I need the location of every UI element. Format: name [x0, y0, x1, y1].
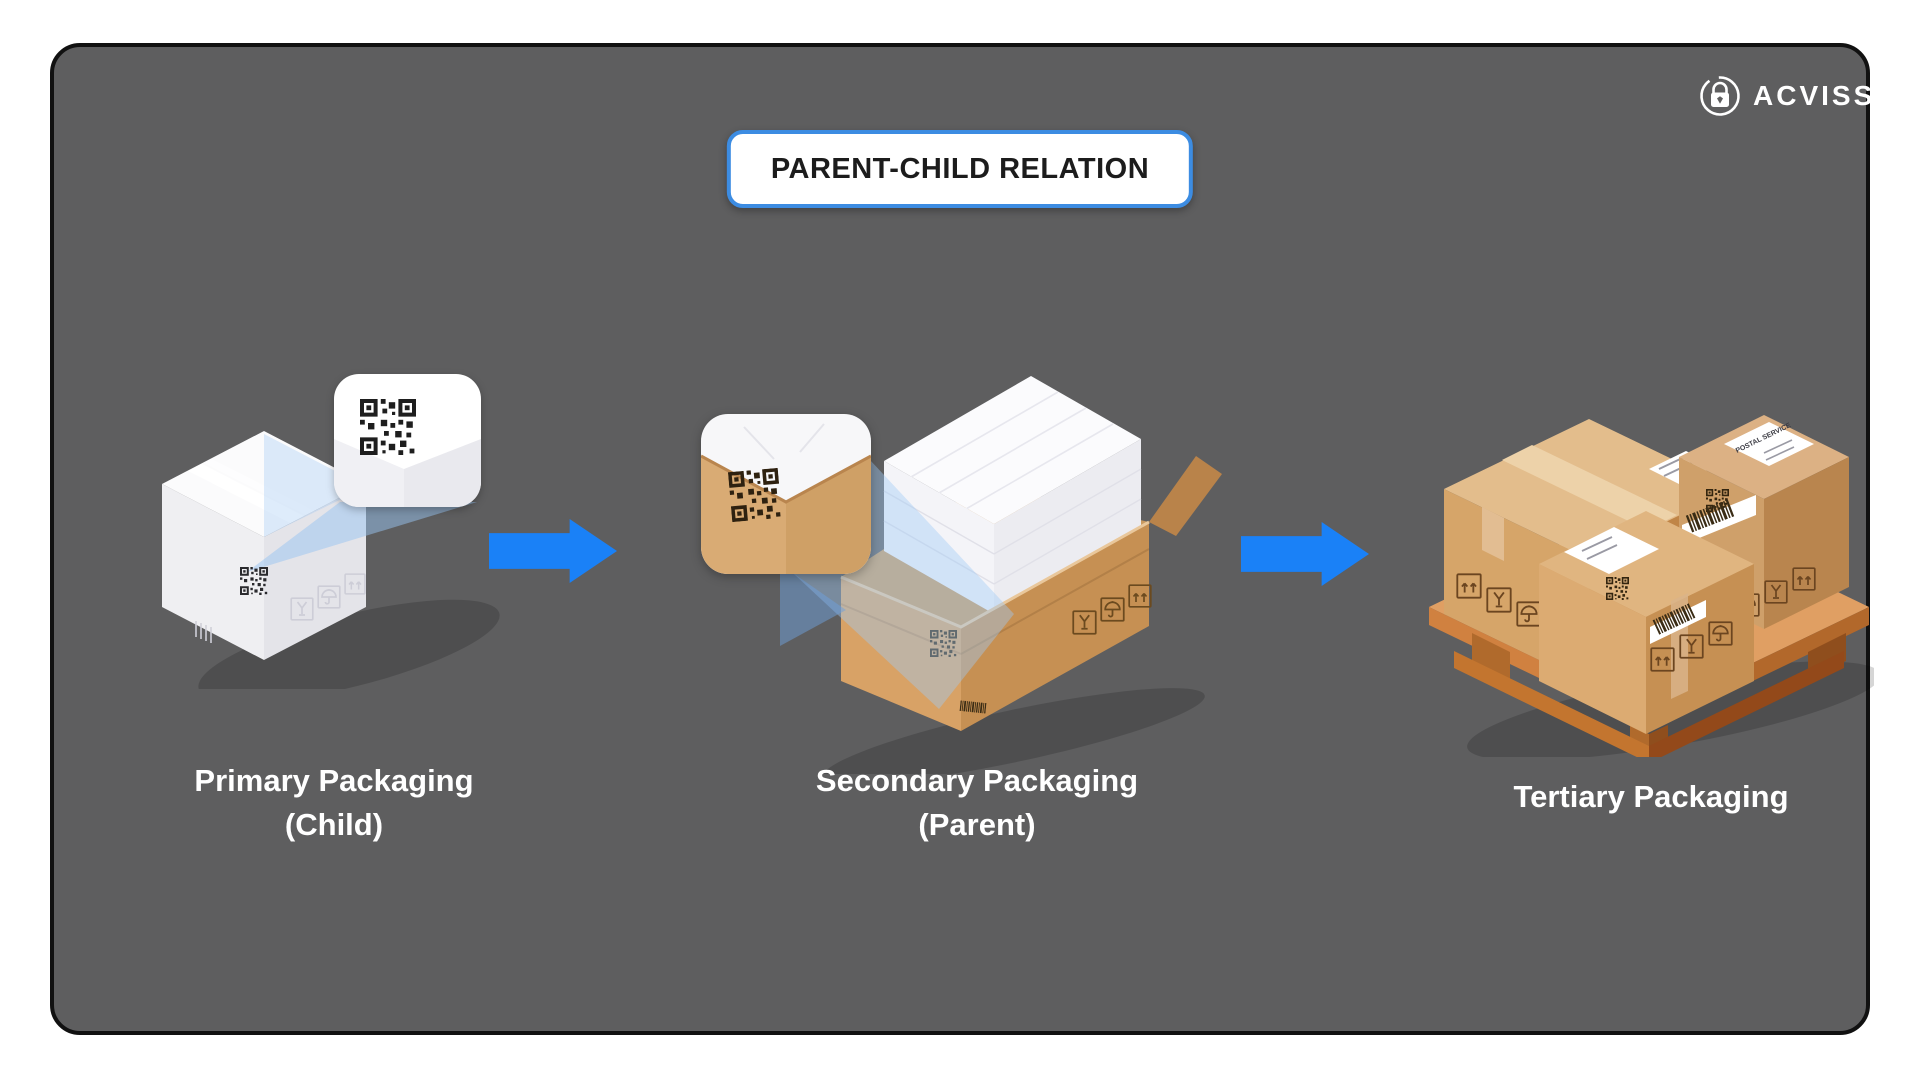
qr-zoom-callout: [701, 414, 871, 574]
caption-line: (Child): [284, 807, 384, 843]
slide-panel: ACVISS PARENT-CHILD RELATION: [50, 43, 1874, 1035]
primary-package-illustration: [162, 374, 500, 689]
primary-packaging-figure: [144, 359, 504, 689]
qr-zoom-callout: [334, 374, 481, 507]
carton-box-tall: POSTAL SERVICE: [1679, 415, 1849, 629]
page-title: PARENT-CHILD RELATION: [770, 152, 1150, 185]
lock-circle-icon: [1700, 76, 1740, 116]
caption-line: Primary Packaging: [194, 763, 474, 798]
brand-logo-text: ACVISS: [1753, 80, 1876, 111]
caption-line: (Parent): [918, 807, 1036, 843]
secondary-package-illustration: [701, 376, 1222, 774]
tertiary-packaging-figure: POSTAL SERVICE: [1424, 389, 1874, 757]
secondary-packaging-figure: [684, 364, 1224, 774]
drop-shadow: [823, 688, 1205, 774]
tertiary-package-illustration: POSTAL SERVICE: [1429, 415, 1874, 757]
carton-box-front: [1539, 511, 1754, 734]
magnifier-beam: [247, 502, 477, 572]
flow-arrow-primary-to-secondary: [489, 519, 617, 583]
caption-line: Secondary Packaging: [815, 763, 1139, 798]
tertiary-packaging-caption: Tertiary Packaging: [1441, 775, 1861, 819]
flow-arrow-secondary-to-tertiary: [1241, 522, 1369, 586]
title-box: PARENT-CHILD RELATION: [726, 130, 1194, 208]
brand-logo: ACVISS: [1697, 73, 1875, 119]
drop-shadow: [198, 599, 500, 689]
primary-packaging-caption: Primary Packaging (Child): [124, 759, 544, 847]
caption-line: Tertiary Packaging: [1513, 779, 1789, 814]
secondary-packaging-caption: Secondary Packaging (Parent): [767, 759, 1187, 847]
